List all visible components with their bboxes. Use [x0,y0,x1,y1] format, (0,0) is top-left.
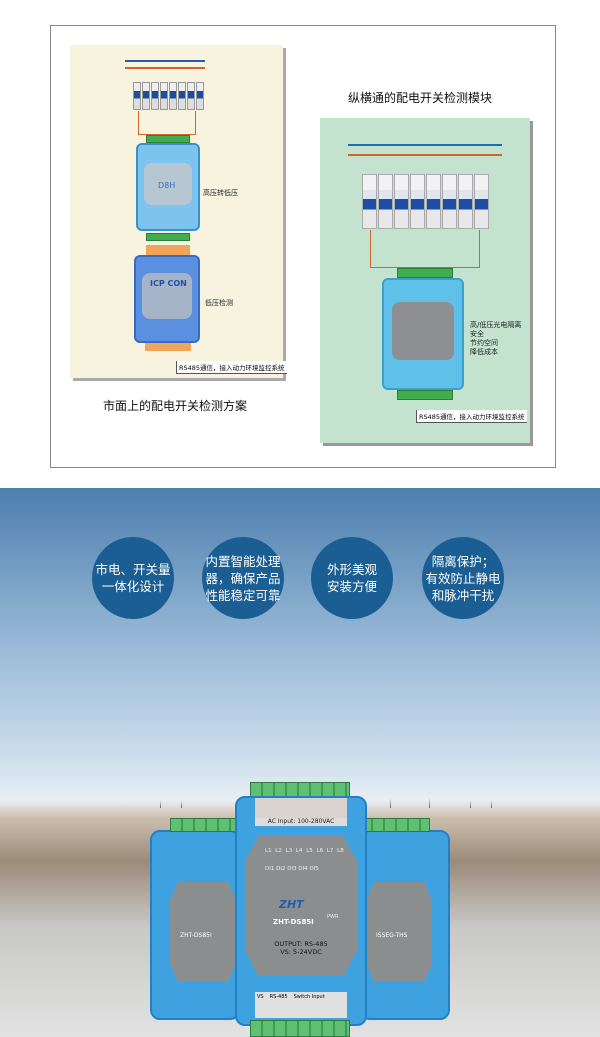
terminal-block [146,135,190,143]
circle-text: 市电、开关量 [95,562,171,577]
wires [138,111,196,135]
right-model-label: ISSEG-THS [376,932,408,939]
terminal-orange [146,245,190,255]
model-label: ZHT-DS85I [273,918,314,926]
module-name: D8H [158,181,176,190]
circle-text: 有效防止静电 [425,570,501,586]
ac-input-label: AC Input: 100-280VAC [255,818,347,826]
side-device-left: ZHT-DS85I [150,830,240,1020]
output-text: OUTPUT: RS-485 [274,940,328,948]
market-solution-diagram: D8H 高压转低压 ICP CON 低压检测 RS485通信，接入动力环境监控系… [70,45,287,378]
module-brand: ICP CON [150,279,187,288]
rs485-note: RS485通信，接入动力环境监控系统 [416,410,527,423]
feature-item: 安全 [470,330,484,338]
strip-label: RS-485 [269,994,288,1000]
device-face: L1 L2 L3 L4 L5 L6 L7 L8 DI1 DI2 DI3 DI4 … [245,836,357,976]
circle-text: 隔离保护； [431,553,495,569]
terminal-orange [145,343,191,351]
circle-text: 和脉冲干扰 [431,587,495,603]
power-tower [160,738,182,808]
led-top-strip [255,798,347,818]
power-tower [390,648,430,808]
feature-circle-design: 外形美观 安装方便 [311,537,393,619]
feature-circle-integrated: 市电、开关量 一体化设计 [92,537,174,619]
bus-line-neutral [348,144,502,146]
bottom-strip: VS RS-485 Switch Input [255,992,347,1018]
zht-solution-diagram: 高/低压光电隔离 安全 节约空间 降低成本 RS485通信，接入动力环境监控系统 [320,118,530,443]
hv-to-lv-module: D8H [136,143,200,231]
bus-line-neutral [125,60,205,62]
circle-text: 性能稳定可靠 [205,587,281,603]
lv-detect-module: ICP CON [134,255,200,343]
output-label: OUTPUT: RS-485 VS: 5-24VDC [245,940,357,956]
strip-label: Switch Input [293,994,325,1000]
vs-text: VS: 5-24VDC [280,948,322,956]
left-caption: 市面上的配电开关检测方案 [102,399,247,413]
breaker-row [362,174,489,229]
terminal-block [170,818,240,832]
circle-text: 内置智能处理 [205,553,281,569]
terminal-block [397,390,453,400]
bus-line-live [348,154,502,156]
led-row-2: DI1 DI2 DI3 DI4 DI5 [265,866,319,872]
terminal-block [397,268,453,278]
feature-circle-isolation: 隔离保护； 有效防止静电 和脉冲干扰 [422,537,504,619]
circle-text: 器，确保产品 [205,570,281,586]
pwr-led-label: PWR [327,914,339,920]
main-device: AC Input: 100-280VAC L1 L2 L3 L4 L5 L6 L… [235,796,367,1026]
left-model-label: ZHT-DS85I [180,932,212,939]
label-lv-detect: 低压检测 [205,299,233,307]
circle-text: 外形美观 [326,562,377,577]
label-hv-to-lv: 高压转低压 [203,189,238,197]
bottom-terminal-block [250,1020,350,1037]
circle-text: 一体化设计 [101,579,165,594]
led-row-1: L1 L2 L3 L4 L5 L6 L7 L8 [265,848,344,854]
terminal-block [146,233,190,241]
feature-item: 高/低压光电隔离 [470,321,522,329]
wires [370,230,480,268]
zht-module [382,278,464,390]
feature-item: 降低成本 [470,348,498,356]
breaker-row [133,82,204,110]
bus-line-live [125,67,205,69]
feature-list: 高/低压光电隔离 安全 节约空间 降低成本 [470,321,521,357]
feature-circle-processor: 内置智能处理 器，确保产品 性能稳定可靠 [202,537,284,619]
feature-item: 节约空间 [470,339,498,347]
side-device-right: ISSEG-THS [360,830,450,1020]
brand-logo: ZHT [279,898,304,911]
circle-text: 安装方便 [326,579,377,594]
terminal-block [360,818,430,832]
right-title: 纵横通的配电开关检测模块 [347,91,492,105]
power-tower [470,738,492,808]
rs485-note: RS485通信，接入动力环境监控系统 [176,361,287,374]
strip-label: VS [257,994,264,1000]
